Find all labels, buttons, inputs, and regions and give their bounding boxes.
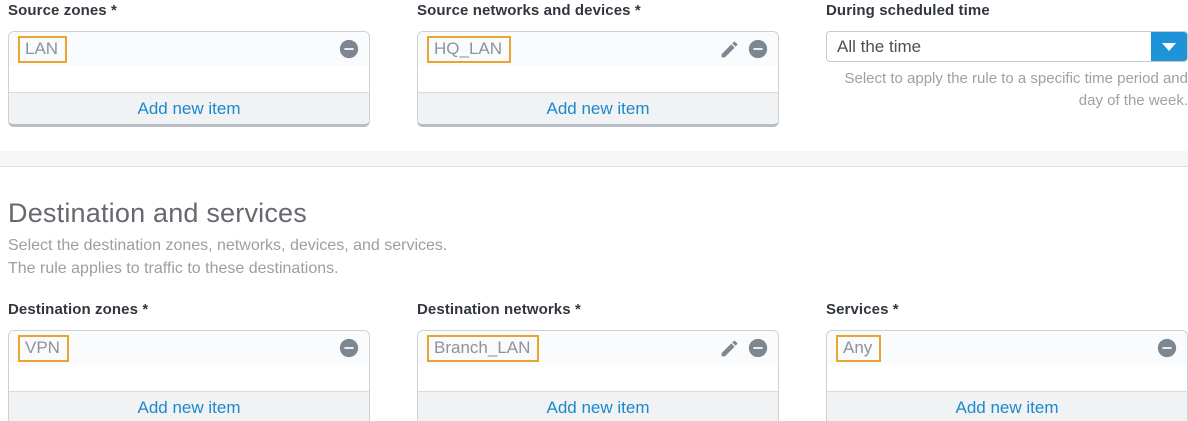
add-new-item-link[interactable]: Add new item xyxy=(137,98,241,118)
add-new-item-link[interactable]: Add new item xyxy=(546,397,650,417)
field-services: Services * Any Add new item xyxy=(826,301,1188,421)
destination-network-tag: Branch_LAN xyxy=(427,334,540,362)
source-section: Source zones * LAN Add new item Source n… xyxy=(0,0,1188,127)
scheduled-time-value: All the time xyxy=(837,37,922,56)
service-tag: Any xyxy=(836,334,882,362)
source-networks-listbox: HQ_LAN Add new item xyxy=(417,31,779,127)
list-item: HQ_LAN xyxy=(418,32,778,66)
pencil-icon[interactable] xyxy=(719,39,740,60)
field-source-zones: Source zones * LAN Add new item xyxy=(8,2,370,127)
section-description-line2: The rule applies to traffic to these des… xyxy=(8,260,339,277)
source-zones-listbox: LAN Add new item xyxy=(8,31,370,127)
empty-row xyxy=(418,365,778,391)
source-zones-footer: Add new item xyxy=(9,92,369,124)
list-item: VPN xyxy=(9,331,369,365)
list-item: Branch_LAN xyxy=(418,331,778,365)
remove-circle-icon[interactable] xyxy=(338,38,360,60)
scheduled-time-help: Select to apply the rule to a specific t… xyxy=(844,70,1188,109)
source-networks-footer: Add new item xyxy=(418,92,778,124)
destination-section: Destination zones * VPN Add new item Des… xyxy=(0,301,1188,421)
source-networks-label: Source networks and devices * xyxy=(417,2,641,19)
scheduled-time-label: During scheduled time xyxy=(826,2,990,19)
chevron-down-icon[interactable] xyxy=(1151,32,1187,61)
remove-circle-icon[interactable] xyxy=(338,337,360,359)
empty-row xyxy=(9,66,369,92)
field-scheduled-time: During scheduled time All the time Selec… xyxy=(826,2,1188,127)
empty-row xyxy=(418,66,778,92)
list-item: Any xyxy=(827,331,1187,365)
add-new-item-link[interactable]: Add new item xyxy=(955,397,1059,417)
source-network-tag: HQ_LAN xyxy=(427,35,512,63)
remove-circle-icon[interactable] xyxy=(1156,337,1178,359)
add-new-item-link[interactable]: Add new item xyxy=(546,98,650,118)
remove-circle-icon[interactable] xyxy=(747,337,769,359)
list-item: LAN xyxy=(9,32,369,66)
section-title: Destination and services xyxy=(8,198,307,228)
field-destination-zones: Destination zones * VPN Add new item xyxy=(8,301,370,421)
services-listbox: Any Add new item xyxy=(826,330,1188,421)
remove-circle-icon[interactable] xyxy=(747,38,769,60)
services-label: Services * xyxy=(826,301,899,318)
services-footer: Add new item xyxy=(827,391,1187,421)
section-description-line1: Select the destination zones, networks, … xyxy=(8,237,448,254)
destination-zones-listbox: VPN Add new item xyxy=(8,330,370,421)
section-description: Select the destination zones, networks, … xyxy=(8,234,1188,280)
pencil-icon[interactable] xyxy=(719,338,740,359)
destination-zone-tag: VPN xyxy=(18,334,69,362)
source-zone-tag: LAN xyxy=(18,35,68,63)
destination-section-header: Destination and services Select the dest… xyxy=(0,198,1188,280)
field-source-networks: Source networks and devices * HQ_LAN Add… xyxy=(417,2,779,127)
add-new-item-link[interactable]: Add new item xyxy=(137,397,241,417)
field-destination-networks: Destination networks * Branch_LAN Add ne… xyxy=(417,301,779,421)
destination-zones-footer: Add new item xyxy=(9,391,369,421)
destination-zones-label: Destination zones * xyxy=(8,301,149,318)
destination-networks-label: Destination networks * xyxy=(417,301,581,318)
empty-row xyxy=(827,365,1187,391)
destination-networks-listbox: Branch_LAN Add new item xyxy=(417,330,779,421)
section-divider xyxy=(0,151,1188,167)
empty-row xyxy=(9,365,369,391)
scheduled-time-select[interactable]: All the time xyxy=(826,31,1188,62)
source-zones-label: Source zones * xyxy=(8,2,117,19)
destination-networks-footer: Add new item xyxy=(418,391,778,421)
